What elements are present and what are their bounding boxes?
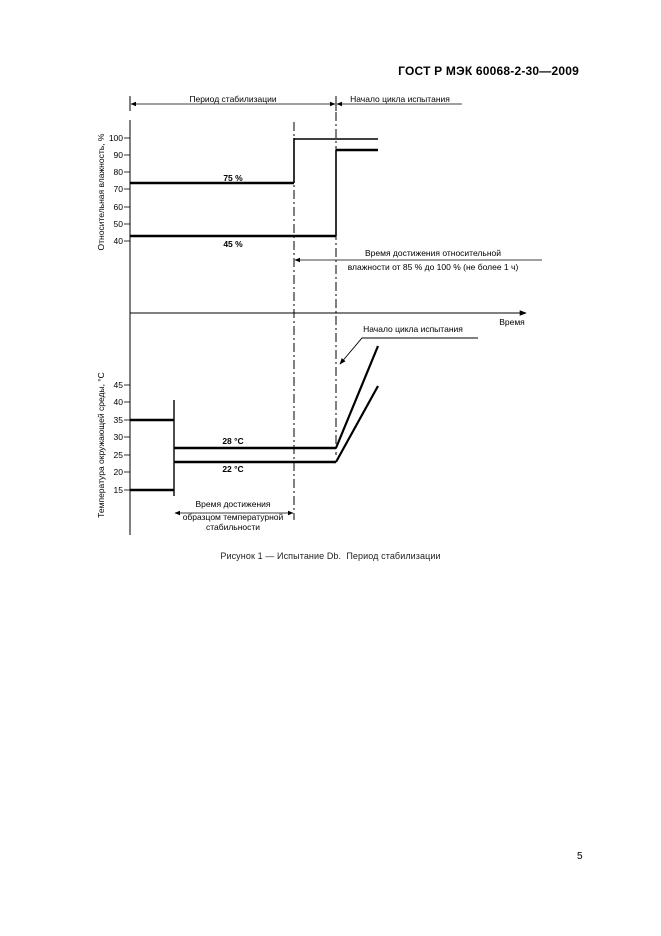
test-cycle-start-label-bottom: Начало цикла испытания bbox=[363, 324, 463, 334]
temperature-tick-45: 45 bbox=[114, 380, 124, 390]
humidity-tick-50: 50 bbox=[114, 219, 124, 229]
temperature-tick-20: 20 bbox=[114, 467, 124, 477]
time-axis-label: Время bbox=[499, 317, 525, 327]
humidity-tick-70: 70 bbox=[114, 184, 124, 194]
temp-stabilization-line1: Время достижения bbox=[196, 499, 271, 509]
temperature-tick-25: 25 bbox=[114, 450, 124, 460]
stabilization-period-label: Период стабилизации bbox=[189, 94, 277, 104]
humidity-tick-90: 90 bbox=[114, 150, 124, 160]
temp-22-label: 22 °С bbox=[222, 464, 243, 474]
humidity-rise-time-line2: влажности от 85 % до 100 % (не более 1 ч… bbox=[348, 262, 519, 272]
temp-stabilization-line3: стабильности bbox=[206, 522, 260, 532]
humidity-75-label: 75 % bbox=[223, 173, 243, 183]
humidity-tick-60: 60 bbox=[114, 202, 124, 212]
page-number: 5 bbox=[577, 851, 583, 862]
humidity-axis-label: Относительная влажность, % bbox=[96, 133, 106, 250]
humidity-45-label: 45 % bbox=[223, 239, 243, 249]
document-code: ГОСТ Р МЭК 60068-2-30—2009 bbox=[398, 64, 579, 78]
figure-caption: Рисунок 1 — Испытание Db. Период стабили… bbox=[220, 551, 441, 561]
test-cycle-start-label-top: Начало цикла испытания bbox=[350, 94, 450, 104]
stabilization-period-bracket bbox=[129, 96, 462, 111]
temperature-tick-30: 30 bbox=[114, 432, 124, 442]
temperature-tick-40: 40 bbox=[114, 397, 124, 407]
temperature-tick-35: 35 bbox=[114, 415, 124, 425]
humidity-tick-80: 80 bbox=[114, 167, 124, 177]
humidity-rise-time-line1: Время достижения относительной bbox=[365, 248, 501, 258]
humidity-tick-100: 100 bbox=[109, 133, 123, 143]
humidity-ticks: 100 90 80 70 60 50 40 bbox=[109, 133, 130, 246]
temp-28-label: 28 °С bbox=[222, 436, 243, 446]
test-cycle-start-pointer bbox=[339, 337, 478, 365]
temperature-tick-15: 15 bbox=[114, 485, 124, 495]
dash-dot-guides bbox=[293, 112, 337, 520]
humidity-tick-40: 40 bbox=[114, 236, 124, 246]
temperature-axis-label: Температура окружающей среды, °С bbox=[96, 372, 106, 518]
humidity-profile bbox=[130, 138, 378, 238]
temp-stabilization-line2: образцом температурной bbox=[183, 512, 284, 522]
temperature-ticks: 45 40 35 30 25 20 15 bbox=[114, 380, 130, 495]
temperature-profile bbox=[130, 345, 380, 496]
